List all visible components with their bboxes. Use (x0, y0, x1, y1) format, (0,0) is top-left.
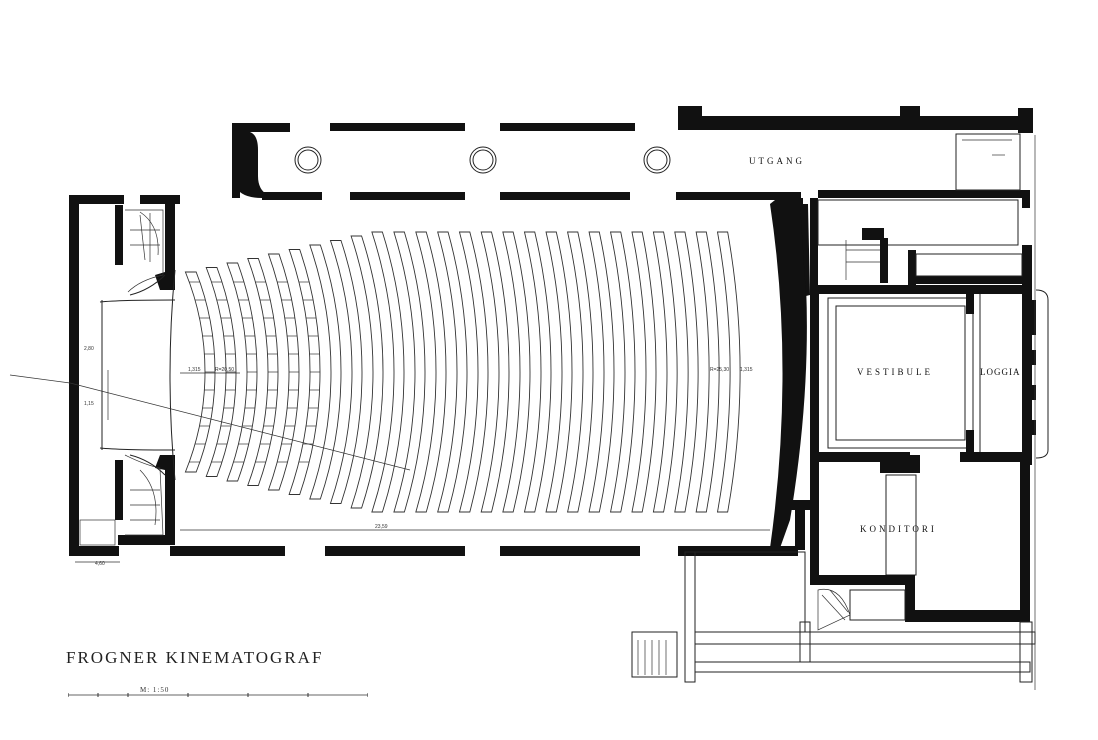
seat-row (523, 231, 552, 513)
seat-row (371, 231, 405, 513)
seat-row (716, 231, 741, 513)
drawing-title: FROGNER KINEMATOGRAF (66, 648, 324, 667)
seat-row (309, 244, 342, 500)
seat-row (609, 231, 636, 513)
seat-row (545, 231, 573, 513)
dim-sep-a: 1,15 (84, 401, 94, 407)
dim-hall-length: 23,59 (375, 524, 388, 530)
left-stairs (79, 209, 164, 546)
seat-row (267, 253, 300, 491)
seating-rows (184, 231, 741, 513)
seat-row (226, 262, 258, 482)
seat-row (502, 231, 531, 513)
scale-label: M: 1:50 (140, 686, 170, 694)
scale-bar (67, 684, 369, 697)
seat-row (329, 240, 363, 504)
right-rooms: VESTIBULE LOGGIA KONDITORI (631, 135, 1049, 690)
seat-row (247, 258, 279, 486)
dim-sep-b: 2,80 (84, 346, 94, 352)
seat-row (652, 231, 678, 513)
seat-row (205, 267, 237, 477)
seat-row (415, 231, 447, 513)
seat-row (695, 231, 720, 513)
seat-row (631, 231, 657, 513)
dim-screen-offset: 1,315 (188, 367, 201, 373)
seat-row (567, 231, 594, 513)
exit-label: UTGANG (749, 156, 805, 166)
seat-row (350, 235, 384, 509)
seat-row (288, 249, 321, 495)
seat-row (480, 231, 510, 513)
dim-radius-a: R=20,50 (215, 367, 234, 373)
hall-walls (69, 195, 810, 556)
seat-row (674, 231, 699, 513)
dim-left-width: 4,60 (95, 561, 105, 567)
konditori-label: KONDITORI (860, 524, 937, 534)
seat-row (184, 271, 216, 473)
vestibule-label: VESTIBULE (857, 367, 933, 377)
hall-dimensions: 23,59 1,315 R=20,50 1,315 R=25,30 4,60 (75, 367, 770, 567)
seat-row (393, 231, 426, 513)
dim-right-offset: 1,315 (740, 367, 753, 373)
dim-radius-b: R=25,30 (710, 367, 729, 373)
exit-corridor: UTGANG (232, 106, 1033, 200)
seat-row (458, 231, 489, 513)
seat-row (588, 231, 615, 513)
seat-row (437, 231, 468, 513)
loggia-label: LOGGIA (980, 367, 1021, 377)
